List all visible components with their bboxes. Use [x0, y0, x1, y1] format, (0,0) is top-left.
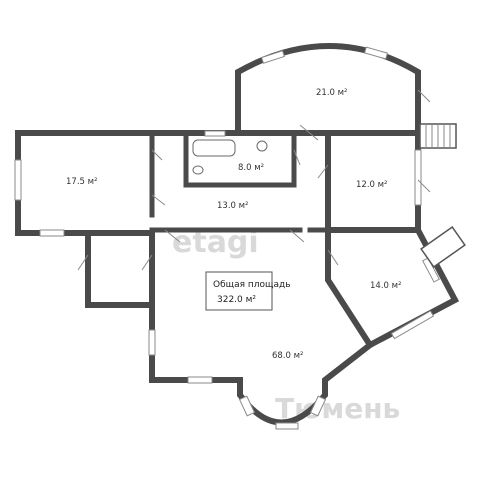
- window-room-14: [390, 310, 435, 340]
- door-top-room: [417, 89, 431, 103]
- window-bay-3: [309, 395, 327, 417]
- door-room-14: [327, 249, 339, 266]
- bathtub-icon: [192, 139, 236, 157]
- window-room-12: [414, 149, 422, 206]
- window-bedroom: [14, 159, 22, 201]
- total-area-value: 322.0 м²: [217, 295, 256, 305]
- wall-top-room: [235, 43, 421, 136]
- total-area: Общая площадь 322.0 м²: [205, 271, 291, 311]
- walls: [15, 43, 460, 426]
- door-bedroom: [151, 149, 166, 206]
- window-living-bottom: [187, 376, 213, 384]
- toilet-icon: [192, 165, 204, 175]
- room-label-12: 12.0 м²: [356, 180, 387, 190]
- room-labels: 21.0 м² 17.5 м² 8.0 м² 12.0 м² 13.0 м² 1…: [66, 88, 401, 361]
- room-label-17-5: 17.5 м²: [66, 177, 97, 187]
- door-utility: [77, 254, 153, 271]
- bathroom-fixtures: [192, 139, 268, 175]
- balcony-lower: [420, 226, 466, 268]
- room-label-13: 13.0 м²: [217, 201, 248, 211]
- window-bay-1: [238, 395, 256, 417]
- room-label-8: 8.0 м²: [238, 163, 264, 173]
- doors: [77, 89, 431, 271]
- wall-living: [149, 225, 460, 426]
- wall-utility: [85, 230, 155, 308]
- room-label-14: 14.0 м²: [370, 281, 401, 291]
- window-room-14-side: [422, 257, 440, 283]
- window-bathroom: [204, 130, 226, 137]
- total-area-title: Общая площадь: [213, 280, 291, 290]
- door-bath: [293, 149, 301, 166]
- window-top-left: [260, 50, 286, 64]
- door-room-12-balcony: [417, 179, 431, 193]
- window-bedroom-bottom: [39, 229, 65, 237]
- wall-room-14: [325, 227, 375, 350]
- window-living-left: [148, 329, 156, 356]
- window-bay-2: [275, 422, 299, 430]
- wall-bathroom: [183, 132, 297, 188]
- door-corridor-top: [299, 124, 319, 141]
- sink-icon: [256, 140, 268, 152]
- window-top-right: [363, 46, 389, 60]
- door-living: [164, 229, 305, 243]
- room-label-68: 68.0 м²: [272, 351, 303, 361]
- windows: [14, 46, 440, 430]
- total-area-box: [205, 271, 273, 311]
- watermark: etagi Тюмень: [172, 225, 400, 425]
- balconies: [419, 123, 466, 268]
- door-room-12: [317, 164, 329, 179]
- room-label-21: 21.0 м²: [316, 88, 347, 98]
